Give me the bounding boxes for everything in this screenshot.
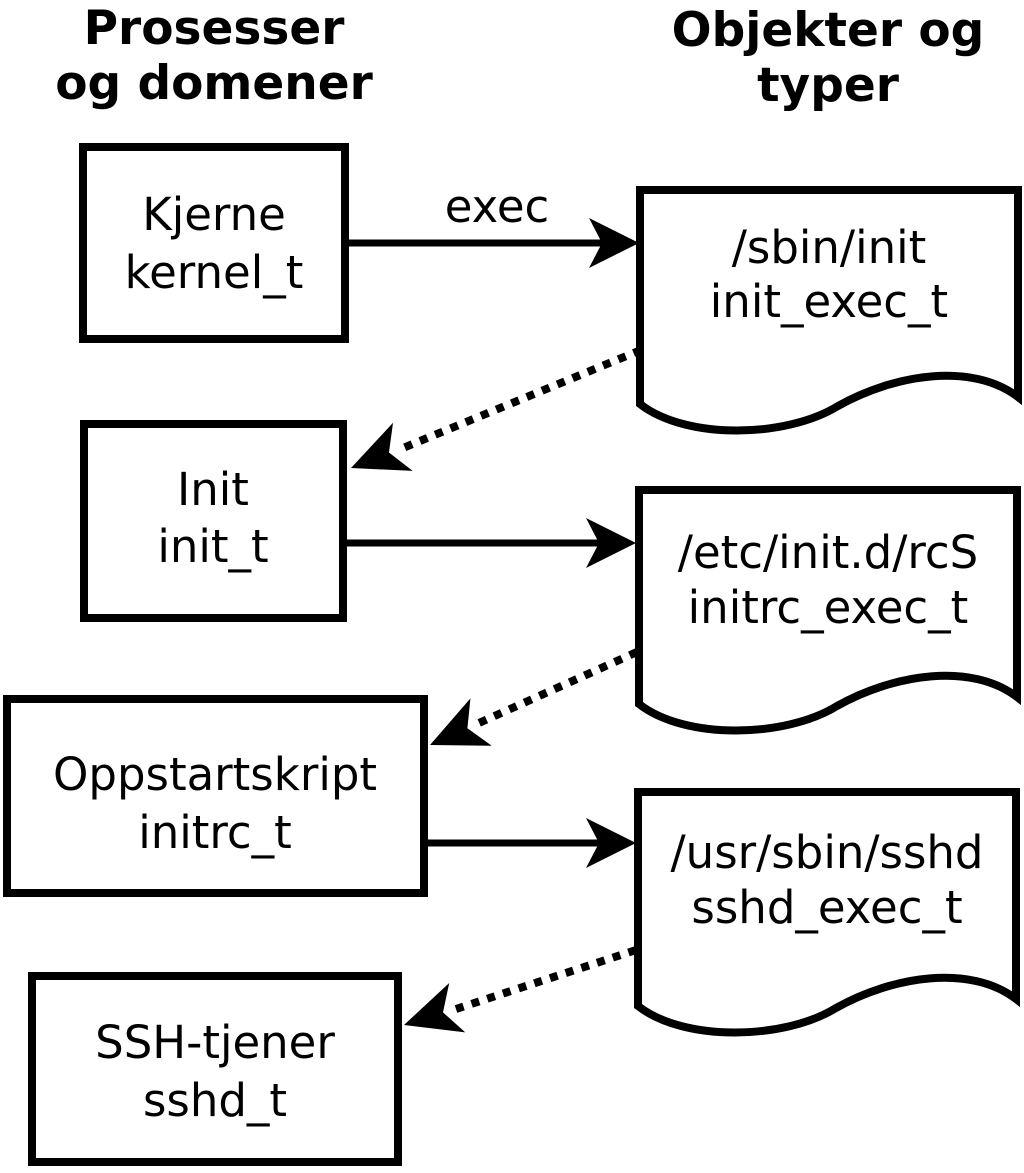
arrowhead-icon xyxy=(586,518,636,568)
exec-edge-label: exec xyxy=(445,180,550,233)
arrowhead-icon xyxy=(351,422,413,471)
object-path: /etc/init.d/rcS xyxy=(678,526,978,579)
object-doc-usr-sbin-sshd: /usr/sbin/sshd sshd_exec_t xyxy=(634,788,1020,1037)
process-box-sshd: SSH-tjener sshd_t xyxy=(28,972,402,1166)
process-name: Kjerne xyxy=(142,188,286,241)
process-name: Init xyxy=(177,463,249,516)
objects-header-line1: Objekter og xyxy=(672,3,985,58)
solid-arrow-kernel-to-init-exec: exec xyxy=(349,180,639,268)
process-type: kernel_t xyxy=(125,246,304,299)
process-type: initrc_t xyxy=(138,806,292,859)
objects-header-line2: typer xyxy=(757,58,900,113)
dotted-arrow-initrc-exec-to-initrc xyxy=(430,648,639,746)
process-name: SSH-tjener xyxy=(95,1016,335,1069)
object-type: init_exec_t xyxy=(710,275,948,328)
process-box-rect xyxy=(28,972,402,1166)
process-box-initrc: Oppstartskript initrc_t xyxy=(3,695,428,897)
arrowhead-icon xyxy=(586,818,636,868)
process-box-rect xyxy=(80,420,347,622)
arrowhead-icon xyxy=(404,982,466,1033)
process-box-kernel: Kjerne kernel_t xyxy=(79,143,349,343)
object-path: /usr/sbin/sshd xyxy=(671,826,984,879)
process-box-rect xyxy=(3,695,428,897)
dotted-arrow-init-exec-to-init xyxy=(351,346,643,471)
object-type: sshd_exec_t xyxy=(691,881,962,934)
arrow-shaft xyxy=(477,648,639,727)
object-path: /sbin/init xyxy=(732,221,927,274)
document-shape xyxy=(634,788,1020,1037)
object-type: initrc_exec_t xyxy=(688,581,969,634)
process-type: init_t xyxy=(157,520,268,573)
object-doc-etc-initd-rcs: /etc/init.d/rcS initrc_exec_t xyxy=(635,486,1021,735)
document-shape xyxy=(635,486,1021,735)
process-box-init: Init init_t xyxy=(80,420,347,622)
process-name: Oppstartskript xyxy=(53,748,377,801)
document-shape xyxy=(636,186,1022,435)
arrow-shaft xyxy=(401,346,643,452)
solid-arrow-initrc-to-sshd-exec xyxy=(428,818,636,868)
arrowhead-icon xyxy=(589,218,639,268)
processes-header-line1: Prosesser xyxy=(84,1,346,56)
arrow-shaft xyxy=(454,946,638,1013)
object-doc-sbin-init: /sbin/init init_exec_t xyxy=(636,186,1022,435)
arrowhead-icon xyxy=(430,698,492,746)
process-box-rect xyxy=(79,143,349,343)
column-header-processes: Prosesser og domener xyxy=(55,1,373,111)
processes-header-line2: og domener xyxy=(55,56,373,111)
solid-arrow-init-to-initrc-exec xyxy=(347,518,636,568)
column-header-objects: Objekter og typer xyxy=(672,3,985,113)
dotted-arrow-sshd-exec-to-sshd xyxy=(404,946,638,1033)
process-type: sshd_t xyxy=(143,1074,287,1127)
